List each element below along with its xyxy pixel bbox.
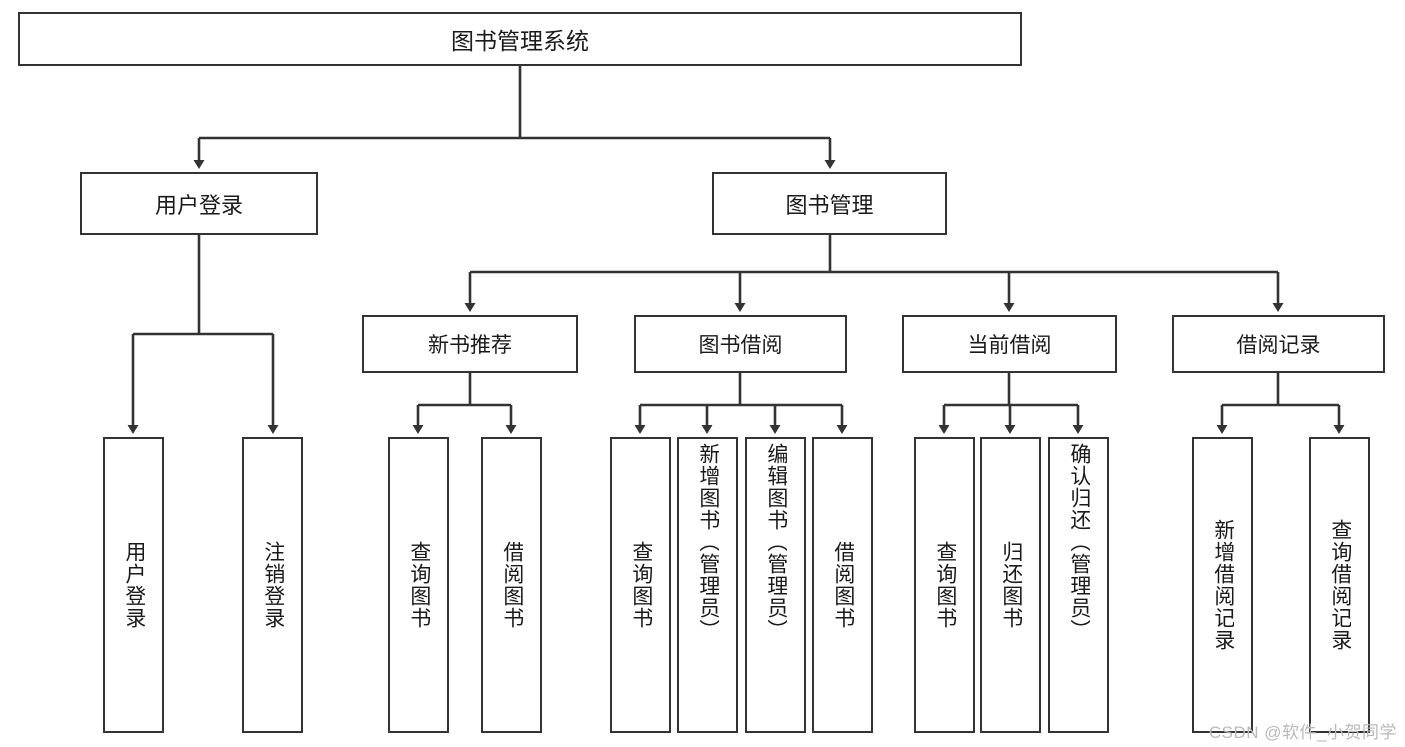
leaf-label: 确认归还（管理员） bbox=[1067, 443, 1090, 641]
leaf-current-query-book[interactable]: 查询图书 bbox=[914, 437, 975, 733]
node-new-book-recommend[interactable]: 新书推荐 bbox=[362, 315, 578, 373]
node-user-login[interactable]: 用户登录 bbox=[80, 172, 318, 235]
leaf-label: 查询图书 bbox=[407, 541, 430, 629]
node-book-borrow[interactable]: 图书借阅 bbox=[634, 315, 847, 373]
leaf-label: 用户登录 bbox=[122, 541, 145, 629]
leaf-borrow-borrow-book[interactable]: 借阅图书 bbox=[812, 437, 873, 733]
leaf-new-book-borrow[interactable]: 借阅图书 bbox=[481, 437, 542, 733]
node-borrow-record[interactable]: 借阅记录 bbox=[1172, 315, 1385, 373]
node-root-system[interactable]: 图书管理系统 bbox=[18, 12, 1022, 66]
leaf-record-add-record[interactable]: 新增借阅记录 bbox=[1192, 437, 1253, 733]
leaf-label: 注销登录 bbox=[261, 541, 284, 629]
watermark: CSDN @软件_小贺同学 bbox=[1208, 723, 1397, 742]
leaf-label: 借阅图书 bbox=[831, 541, 854, 629]
leaf-user-login-logout[interactable]: 注销登录 bbox=[242, 437, 303, 733]
node-borrow-record-label: 借阅记录 bbox=[1236, 334, 1321, 357]
leaf-new-book-query[interactable]: 查询图书 bbox=[388, 437, 449, 733]
leaf-label: 新增图书（管理员） bbox=[696, 443, 719, 641]
leaf-user-login-login[interactable]: 用户登录 bbox=[103, 437, 164, 733]
leaf-borrow-query-book[interactable]: 查询图书 bbox=[610, 437, 671, 733]
node-root-label: 图书管理系统 bbox=[451, 28, 589, 54]
leaf-label: 查询借阅记录 bbox=[1328, 519, 1351, 651]
node-user-login-label: 用户登录 bbox=[154, 192, 243, 218]
leaf-label: 编辑图书（管理员） bbox=[764, 443, 787, 641]
node-new-book-recommend-label: 新书推荐 bbox=[428, 334, 512, 357]
leaf-label: 借阅图书 bbox=[500, 541, 523, 629]
node-book-management-label: 图书管理 bbox=[785, 192, 874, 218]
node-current-borrow-label: 当前借阅 bbox=[967, 334, 1052, 357]
node-current-borrow[interactable]: 当前借阅 bbox=[902, 315, 1117, 373]
leaf-record-query-record[interactable]: 查询借阅记录 bbox=[1309, 437, 1370, 733]
leaf-label: 归还图书 bbox=[999, 541, 1022, 629]
leaf-borrow-add-book-admin[interactable]: 新增图书（管理员） bbox=[677, 437, 738, 733]
leaf-current-return-book[interactable]: 归还图书 bbox=[980, 437, 1041, 733]
node-book-borrow-label: 图书借阅 bbox=[698, 334, 783, 357]
node-book-management[interactable]: 图书管理 bbox=[712, 172, 947, 235]
leaf-label: 新增借阅记录 bbox=[1211, 519, 1234, 651]
leaf-label: 查询图书 bbox=[933, 541, 956, 629]
leaf-label: 查询图书 bbox=[629, 541, 652, 629]
leaf-current-confirm-return-admin[interactable]: 确认归还（管理员） bbox=[1048, 437, 1109, 733]
leaf-borrow-edit-book-admin[interactable]: 编辑图书（管理员） bbox=[745, 437, 806, 733]
